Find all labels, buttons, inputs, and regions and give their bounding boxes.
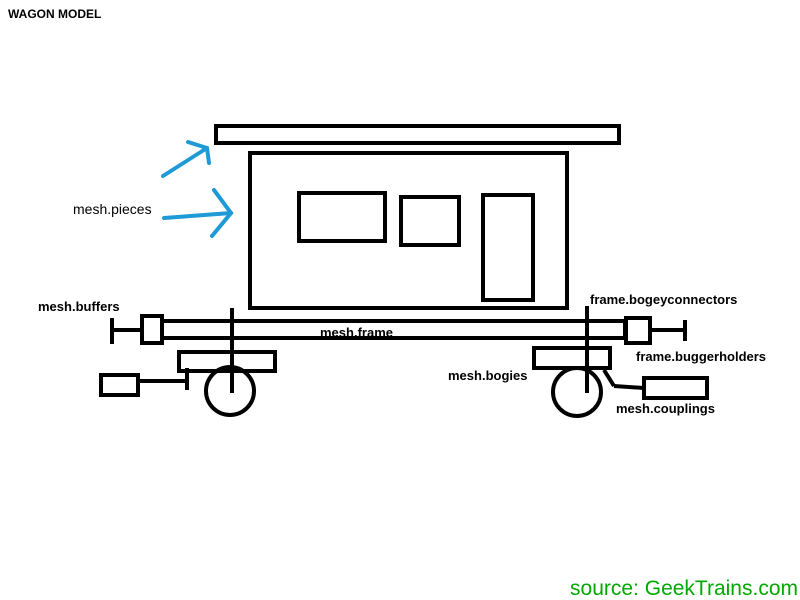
wagon-body [248, 151, 569, 310]
pieces-arrows [161, 140, 234, 238]
window-left [297, 191, 387, 243]
diagram-title: WAGON MODEL [8, 7, 102, 21]
buffer-left [110, 314, 164, 345]
door [481, 193, 535, 302]
window-middle [399, 195, 461, 247]
label-mesh-bogies: mesh.bogies [448, 368, 528, 383]
bogie-left [99, 308, 277, 417]
label-mesh-pieces: mesh.pieces [73, 201, 152, 217]
label-frame-buggerholders: frame.buggerholders [636, 349, 767, 364]
label-mesh-frame: mesh.frame [320, 325, 393, 340]
buffer-right [624, 316, 687, 345]
wagon-roof [214, 124, 621, 145]
source-credit: source: GeekTrains.com [570, 577, 798, 600]
label-frame-bogeyconnectors: frame.bogeyconnectors [590, 292, 738, 307]
label-mesh-couplings: mesh.couplings [616, 401, 715, 416]
bogie-right [532, 306, 709, 418]
label-mesh-buffers: mesh.buffers [38, 299, 120, 314]
